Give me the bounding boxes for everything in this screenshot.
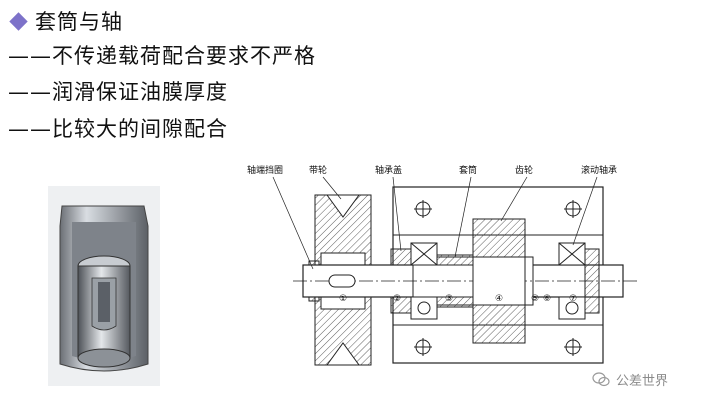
marker-5: ⑤ — [531, 294, 539, 304]
label-pulley: 带轮 — [309, 164, 327, 176]
bullet-line-1: ——不传递载荷配合要求不严格 — [8, 44, 316, 68]
marker-7: ⑦ — [569, 294, 577, 304]
marker-1: ① — [339, 294, 347, 304]
marker-6: ⑥ — [543, 294, 551, 304]
marker-3: ③ — [445, 294, 453, 304]
wechat-icon — [592, 372, 610, 387]
marker-4: ④ — [495, 294, 503, 304]
bullet-line-3: ——比较大的间隙配合 — [8, 117, 228, 141]
diamond-bullet-icon — [9, 11, 28, 31]
watermark-text: 公差世界 — [616, 374, 669, 389]
label-bearing-cap: 轴承盖 — [375, 164, 402, 176]
label-end-plate: 轴端挡圈 — [247, 164, 283, 176]
bullet-line-2: ——润滑保证油膜厚度 — [8, 80, 228, 104]
label-gear: 齿轮 — [515, 164, 533, 176]
shaft-assembly-drawing: 轴端挡圈 带轮 轴承盖 套筒 齿轮 滚动轴承 ① ② ③ ④ ⑤ ⑥ ⑦ — [247, 164, 638, 366]
slide-title: 套筒与轴 — [35, 10, 123, 34]
marker-2: ② — [393, 294, 401, 304]
title-row: 套筒与轴 — [8, 6, 123, 36]
sleeve-shaft-photo — [48, 186, 160, 386]
label-rolling-bearing: 滚动轴承 — [581, 164, 617, 176]
watermark: 公差世界 — [592, 370, 668, 389]
label-sleeve: 套筒 — [459, 164, 477, 176]
